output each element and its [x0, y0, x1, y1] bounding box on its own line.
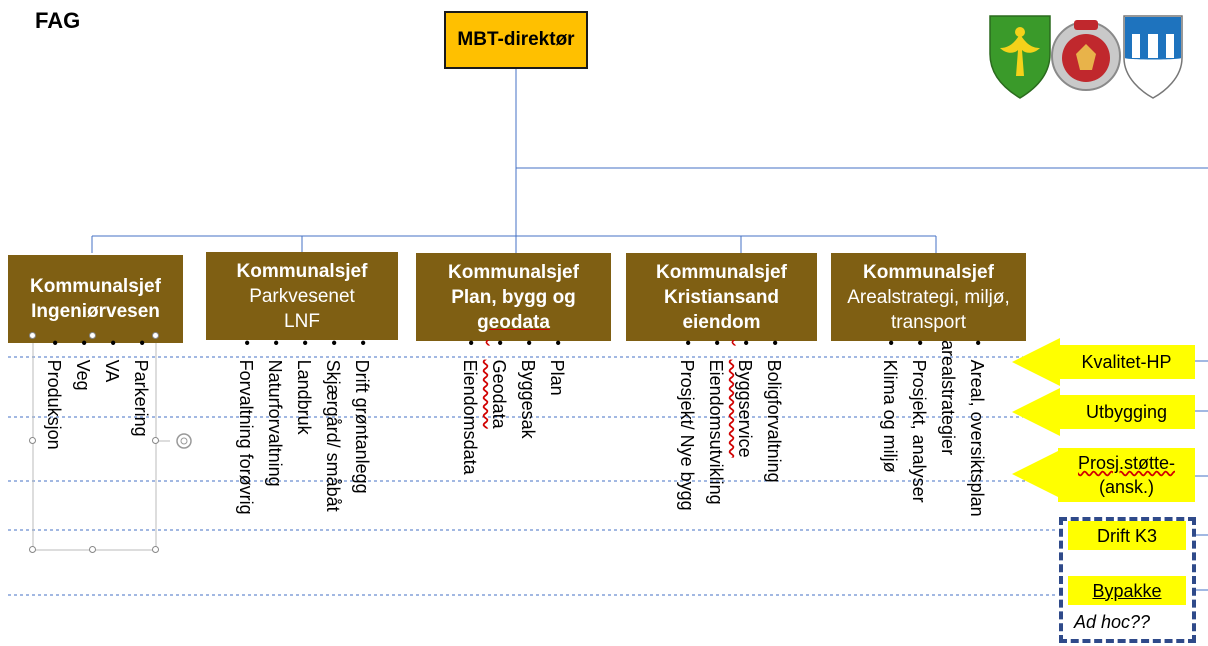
task-item: Klima og miljø: [876, 340, 905, 576]
director-box: MBT-direktør: [444, 11, 588, 69]
task-list-plan-bygg-geodata: Eiendomsdata Geodata Byggesak Plan: [456, 340, 572, 576]
bypakke-box: Bypakke: [1068, 576, 1186, 605]
chief-title: Kommunalsjef: [656, 261, 787, 283]
municipal-logos: [989, 15, 1183, 99]
task-item: Prosjekt, analyser: [905, 340, 934, 576]
chief-area: Parkvesenet: [249, 285, 355, 307]
task-item: Drift grøntanlegg: [348, 340, 377, 576]
task-item: Plan: [543, 340, 572, 576]
task-list-kristiansand-eiendom: Prosjekt/ Nye bygg Eiendomsutvikling Byg…: [673, 340, 789, 576]
adhoc-label: Ad hoc??: [1074, 612, 1151, 632]
task-item: Eiendomsdata: [456, 340, 485, 576]
chief-area-2: geodata: [477, 311, 550, 333]
chief-box-parkvesenet: Kommunalsjef Parkvesenet LNF: [206, 252, 398, 340]
task-item: Landbruk: [290, 340, 319, 576]
task-item: VA: [98, 340, 127, 576]
shield-logo-blue: [1123, 15, 1183, 99]
chief-title: Kommunalsjef: [448, 261, 579, 283]
selection-handle[interactable]: [152, 332, 159, 339]
task-item: Produksjon: [40, 340, 69, 576]
selection-handle[interactable]: [89, 332, 96, 339]
shield-logo-green: [989, 15, 1051, 99]
chief-title: Kommunalsjef: [863, 261, 994, 283]
side-function-utbygging: Utbygging: [1058, 395, 1195, 429]
task-item: Forvaltning forøvrig: [232, 340, 261, 576]
chief-box-kristiansand-eiendom: Kommunalsjef Kristiansand eiendom: [626, 253, 817, 341]
task-item: Skjærgård/ småbåt: [319, 340, 348, 576]
selection-handle[interactable]: [89, 546, 96, 553]
chief-title: Kommunalsjef: [236, 260, 368, 282]
arrow-left-icon: [1012, 338, 1060, 386]
task-item: Parkering: [127, 340, 156, 576]
task-item: Byggservice: [731, 340, 760, 576]
selection-handle[interactable]: [29, 437, 36, 444]
chief-area-2: LNF: [284, 310, 320, 332]
task-list-ingeniorvesen: Produksjon Veg VA Parkering: [40, 340, 156, 576]
selection-handle[interactable]: [152, 546, 159, 553]
chief-area-2: eiendom: [682, 311, 761, 333]
side-function-kvalitet: Kvalitet-HP: [1058, 345, 1195, 379]
arrow-left-icon: [1012, 450, 1060, 498]
seal-logo-red: [1051, 20, 1121, 91]
selection-handle[interactable]: [152, 437, 159, 444]
task-item: Eiendomsutvikling: [702, 340, 731, 576]
arrow-left-icon: [1012, 388, 1060, 436]
chief-area-2: transport: [891, 311, 966, 333]
task-list-arealstrategi: Klima og miljø Prosjekt, analyser Areal,…: [876, 340, 992, 576]
chief-area: Kristiansand: [663, 286, 780, 308]
page-title: FAG: [35, 8, 81, 33]
selection-handle[interactable]: [29, 332, 36, 339]
drift-k3-box: Drift K3: [1068, 521, 1186, 550]
selection-handle[interactable]: [29, 546, 36, 553]
task-item: Areal, oversiktsplan arealstrategier: [934, 340, 992, 576]
task-item: Veg: [69, 340, 98, 576]
task-item: Naturforvaltning: [261, 340, 290, 576]
task-item: Prosjekt/ Nye bygg: [673, 340, 702, 576]
task-list-parkvesenet: Forvaltning forøvrig Naturforvaltning La…: [232, 340, 377, 576]
task-item: Byggesak: [514, 340, 543, 576]
side-function-label-2: (ansk.): [1098, 477, 1154, 497]
chief-area: Arealstrategi, miljø,: [847, 286, 1010, 308]
chief-area: Plan, bygg og: [451, 286, 576, 308]
side-function-prosjektstotte: Prosj.støtte- (ansk.): [1058, 448, 1195, 502]
task-item: Boligforvaltning: [760, 340, 789, 576]
adhoc-frame: [1059, 517, 1196, 643]
chief-box-ingeniorvesen: Kommunalsjef Ingeniørvesen: [8, 255, 183, 343]
chief-box-arealstrategi: Kommunalsjef Arealstrategi, miljø, trans…: [831, 253, 1026, 341]
side-function-label: Prosj.støtte-: [1077, 453, 1175, 473]
task-item: Geodata: [485, 340, 514, 576]
chief-box-plan-bygg-geodata: Kommunalsjef Plan, bygg og geodata: [416, 253, 611, 341]
chief-area: Ingeniørvesen: [31, 301, 160, 322]
chief-title: Kommunalsjef: [30, 276, 161, 297]
